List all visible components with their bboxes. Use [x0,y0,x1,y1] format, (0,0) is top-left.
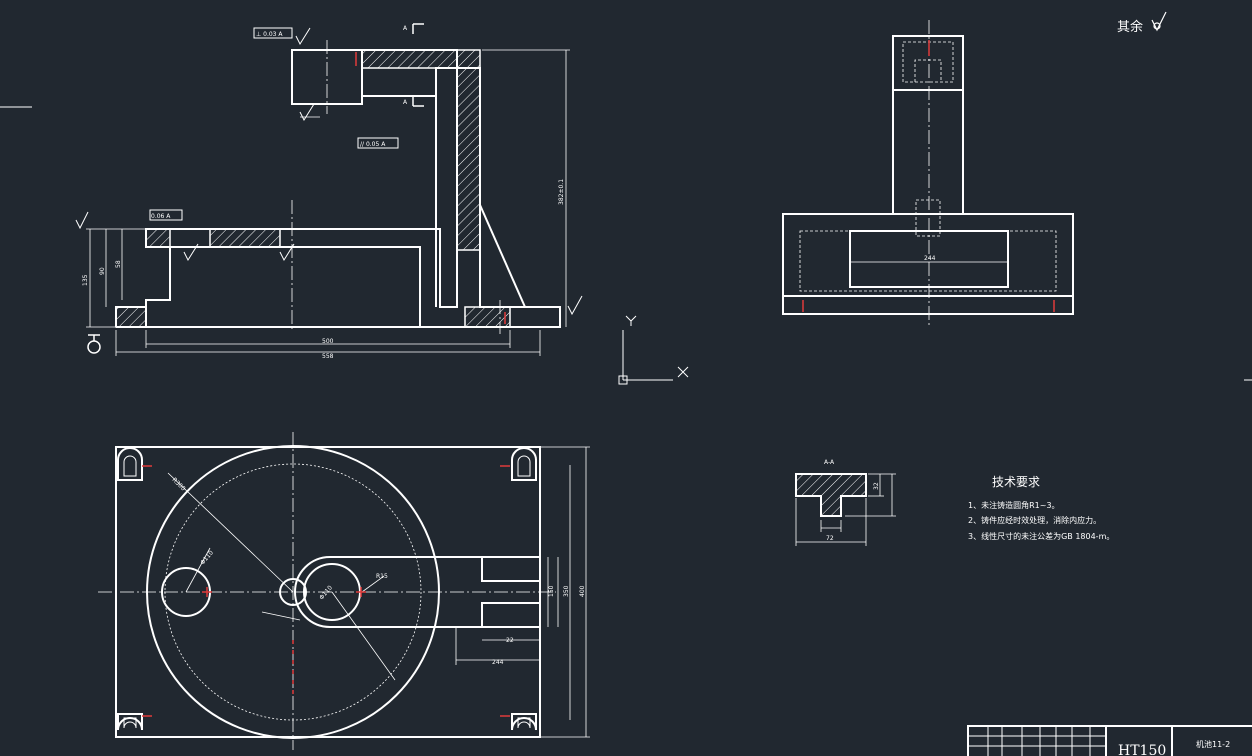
plan-slot-top [481,556,541,582]
dim-front-overall-width: 558 [322,353,334,360]
plan-corner-slot-br [511,713,537,731]
plan-corner-slot-inner [123,455,531,729]
section-arrow-bottom-label: A [403,99,408,106]
rib-line [479,204,526,308]
side-view [782,35,1074,315]
front-view [115,49,561,328]
dim-plan-slot: 22 [506,637,514,644]
front-view-hatch [115,49,511,328]
svg-text:⊥ 0.03 A: ⊥ 0.03 A [256,31,283,38]
section-aa [795,473,867,517]
base-inner-line [170,246,421,327]
dim-plan-width-1: 350 [563,585,570,597]
base-outline [115,49,561,328]
svg-text:// 0.05 A: // 0.05 A [360,141,386,148]
plan-corner-slot-tr [511,447,537,481]
surface-finish-rest-label: 其余 [1117,19,1143,35]
dim-plan-width-3: 150 [548,585,555,597]
dim-plan-width-2: 400 [579,585,586,597]
front-center-marks [355,52,506,324]
dim-front-height: 382±0.1 [558,179,565,205]
section-aa-dims [795,473,896,546]
side-base [782,213,1074,315]
surface-finish-rest-icon [1151,11,1167,32]
title-block-material: HT150 [1118,743,1166,756]
dim-plan-small-radius: R15 [376,573,388,580]
tech-requirement-1: 1、未注铸造圆角R1~3。 [968,500,1060,510]
tolerance-frame-2: // 0.05 A [357,137,399,149]
dim-section-height: 32 [873,482,880,490]
dim-section-width: 72 [826,535,834,542]
dim-plan-arm-length: 244 [492,659,504,666]
datum-symbol-icon [87,334,101,354]
dim-plan-hole-dia: Φ110 [199,549,215,566]
plan-arm [294,556,541,628]
side-view-hidden-lines [799,41,1057,292]
front-view-dimensions [86,49,570,356]
surface-finish-icon [75,27,583,316]
side-center-marks [802,40,1055,312]
side-column [892,35,964,215]
dim-plan-radius: R300 [171,476,187,492]
tech-requirement-2: 2、铸件应经时效处理，消除内应力。 [968,515,1101,525]
section-arrow-top [412,23,424,34]
plan-view-centerlines [98,432,556,750]
title-block-name: 机池11-2 [1196,739,1230,749]
tolerance-frame-3: 0.06 A [149,209,183,221]
tech-requirement-3: 3、线性尺寸的未注公差为GB 1804-m。 [968,531,1114,541]
title-block-grid [968,726,1106,756]
dim-front-left-small: 58 [115,260,122,268]
dim-front-left-mid: 90 [99,267,106,275]
dim-plan-arm-dia: Φ110 [318,584,334,601]
dim-front-left-height: 135 [82,274,89,286]
section-arrow-bottom [412,96,424,107]
tolerance-frame-1: ⊥ 0.03 A [253,27,293,39]
front-view-centerlines [291,40,501,334]
plan-slot-bottom [481,602,541,628]
ucs-axis-icon [618,315,689,385]
tech-requirements-title: 技术要求 [992,475,1040,489]
svg-text:0.06 A: 0.06 A [151,213,171,220]
section-label: A-A [824,459,835,466]
dim-front-base-width: 500 [322,338,334,345]
section-arrow-top-label: A [403,25,408,32]
dim-side-width: 244 [924,255,936,262]
plan-center-marks [142,465,510,717]
plan-view-leaders [167,446,590,738]
plan-corner-slot-bl [117,713,143,731]
plan-corner-slot-tl [117,447,143,481]
